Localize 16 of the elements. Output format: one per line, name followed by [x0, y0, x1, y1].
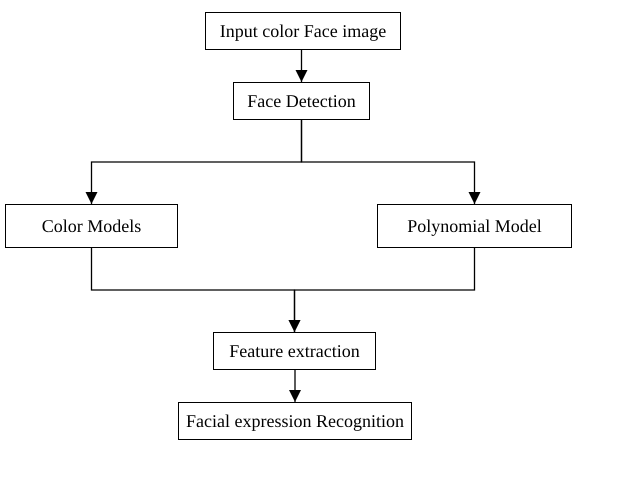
arrow [296, 50, 308, 82]
box-label: Feature extraction [229, 340, 360, 362]
box-label: Facial expression Recognition [186, 410, 404, 432]
arrow [289, 370, 301, 402]
arrow [300, 120, 480, 204]
process-box [213, 332, 376, 370]
process-box [205, 12, 401, 50]
box-label: Face Detection [247, 90, 356, 112]
process-box [233, 82, 370, 120]
process-box [178, 402, 412, 440]
process-box [377, 204, 572, 248]
box-label: Polynomial Model [407, 216, 542, 236]
arrow [288, 248, 476, 332]
box-label: Color Models [42, 216, 142, 236]
process-box [5, 204, 178, 248]
box-label: Input color Face image [220, 20, 386, 42]
